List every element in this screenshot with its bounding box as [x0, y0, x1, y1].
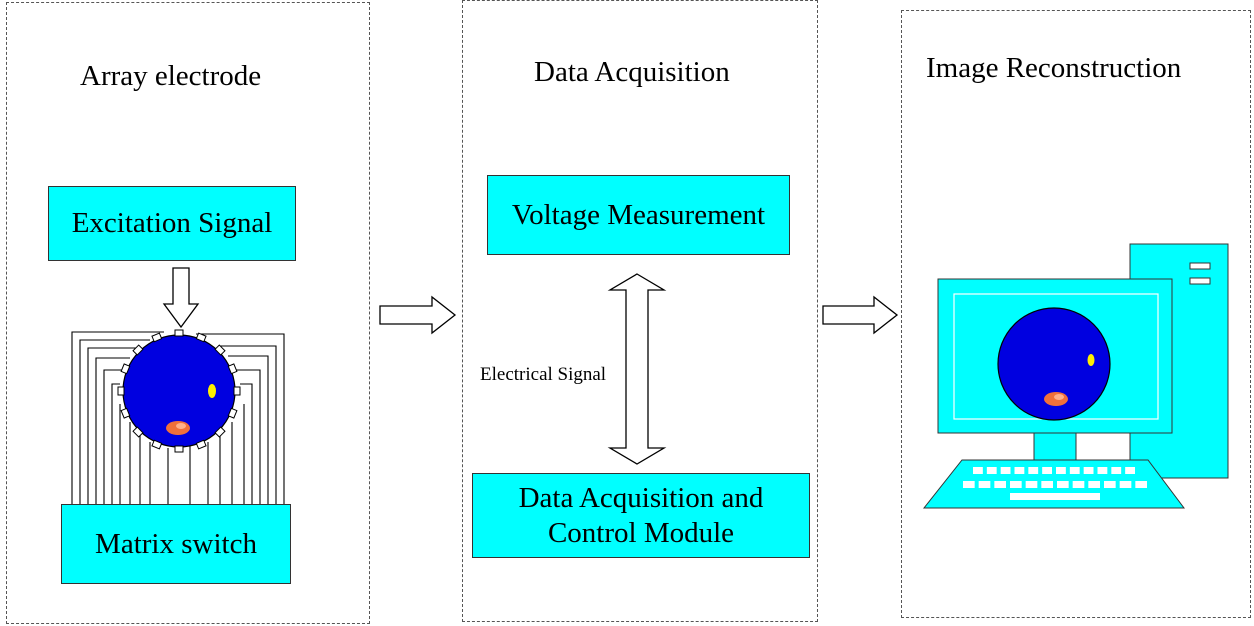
electrode-wires — [71, 331, 285, 504]
electrode-pad — [132, 344, 144, 356]
electrode-pad — [174, 445, 184, 453]
computer-icon — [922, 243, 1229, 509]
electrode-pad — [174, 329, 184, 337]
electrode-pad — [132, 426, 144, 438]
electrode-pad — [117, 386, 125, 396]
keyboard-key — [1025, 481, 1038, 488]
electrode-pad — [195, 332, 207, 343]
keyboard-key — [1057, 481, 1069, 488]
electrode-pad — [214, 426, 226, 438]
electrode-ring-icon — [117, 329, 241, 453]
keyboard-key — [1000, 467, 1011, 474]
electrode-pad — [214, 344, 226, 356]
yellow-inclusion — [208, 384, 216, 398]
keyboard-key — [1083, 467, 1094, 474]
title-image-reconstruction: Image Reconstruction — [926, 52, 1182, 84]
electrode-pad — [151, 332, 163, 343]
electrode-pad — [151, 439, 163, 450]
keyboard-key — [973, 467, 983, 474]
keyboard-key — [1104, 481, 1116, 488]
voltage-measurement-box: Voltage Measurement — [487, 175, 790, 255]
right-arrow-icon-2 — [822, 295, 899, 335]
keyboard-key — [1097, 467, 1108, 474]
keyboard-key — [994, 481, 1006, 488]
keyboard-key — [978, 481, 991, 488]
keyboard-key — [1125, 467, 1135, 474]
excitation-signal-box: Excitation Signal — [48, 186, 296, 261]
double-arrow-icon — [607, 273, 667, 465]
keyboard-key — [1042, 467, 1052, 474]
keyboard-spacebar — [1010, 493, 1100, 500]
daq-box-line-2: Control Module — [547, 516, 735, 549]
keyboard-key — [1119, 481, 1132, 488]
title-data-acquisition: Data Acquisition — [534, 56, 730, 88]
keyboard-key — [1111, 467, 1122, 474]
panel-data-acquisition — [462, 0, 818, 622]
daq-control-module-box: Data Acquisition and Control Module — [472, 473, 810, 558]
keyboard-key — [1010, 481, 1022, 488]
keyboard-key — [1088, 481, 1100, 488]
keyboard-key — [1135, 481, 1147, 488]
electrical-signal-label: Electrical Signal — [480, 364, 607, 385]
title-array-electrode: Array electrode — [80, 60, 262, 92]
daq-box-line-1: Data Acquisition and — [518, 481, 764, 514]
keyboard-key — [1056, 467, 1066, 474]
panel-array-electrode — [6, 2, 370, 624]
electrode-pad — [120, 407, 131, 419]
down-arrow-icon — [162, 267, 200, 329]
keyboard-key — [963, 481, 975, 488]
keyboard-key — [1072, 481, 1085, 488]
electrode-pad — [195, 439, 207, 450]
reconstructed-phantom — [997, 307, 1111, 421]
matrix-switch-box: Matrix switch — [61, 504, 291, 584]
keyboard-key — [1041, 481, 1053, 488]
keyboard-key — [986, 467, 997, 474]
electrode-pad — [227, 363, 238, 375]
panel-image-reconstruction — [901, 10, 1251, 618]
keyboard-key — [1028, 467, 1039, 474]
electrode-pad — [233, 386, 241, 396]
right-arrow-icon — [379, 295, 457, 335]
keyboard-key — [1014, 467, 1025, 474]
keyboard-key — [1069, 467, 1080, 474]
computer-stand — [1033, 432, 1077, 462]
electrode-pad — [120, 363, 131, 375]
electrode-pad — [227, 407, 238, 419]
